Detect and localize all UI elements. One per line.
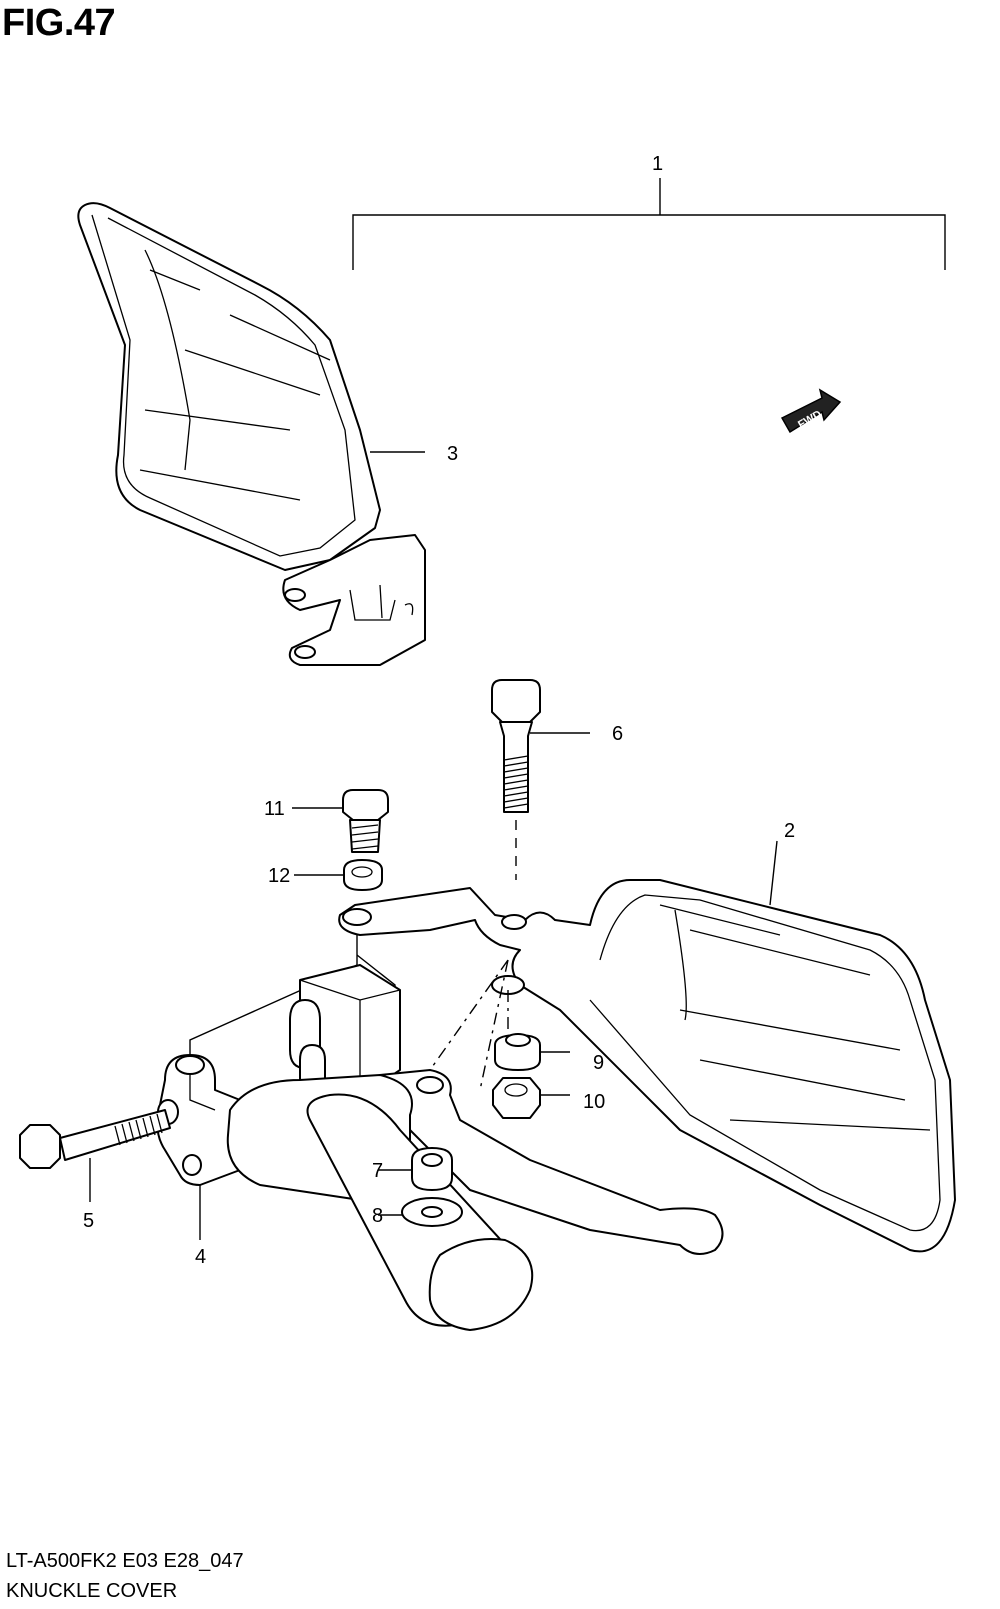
callout-10: 10 [583, 1091, 605, 1113]
lever-holder-housing [289, 964, 401, 1091]
callout-11: 11 [264, 798, 285, 820]
callout-7: 7 [372, 1160, 383, 1182]
figure-title: FIG.47 [2, 2, 116, 44]
callout-4: 4 [195, 1246, 206, 1268]
knuckle-guard-upper [77, 202, 426, 666]
brake-lever [379, 1069, 724, 1255]
handlebar-grip [226, 1074, 534, 1331]
washer-part-12 [294, 859, 383, 891]
bolt-part-6 [491, 679, 590, 880]
callout-9: 9 [593, 1052, 604, 1074]
washer-part-8 [378, 1197, 463, 1227]
callout-5: 5 [83, 1210, 94, 1232]
master-cylinder-part-4 [156, 1054, 241, 1240]
assembly-bracket [352, 178, 946, 270]
collar-part-9 [494, 1033, 570, 1071]
bolt-part-11 [292, 789, 389, 853]
model-code: LT-A500FK2 E03 E28_047 [6, 1550, 244, 1572]
nut-part-10 [492, 1077, 570, 1119]
knuckle-guard-lower [338, 840, 956, 1253]
section-name: KNUCKLE COVER [6, 1580, 178, 1602]
fwd-arrow-icon: FWD [780, 388, 842, 434]
callout-6: 6 [612, 723, 623, 745]
callout-12: 12 [268, 865, 290, 887]
callout-3: 3 [447, 443, 458, 465]
callout-8: 8 [372, 1205, 383, 1227]
bolt-part-5 [19, 1109, 171, 1202]
collar-part-7 [378, 1147, 453, 1191]
callout-1: 1 [652, 153, 663, 175]
callout-2: 2 [784, 820, 795, 842]
